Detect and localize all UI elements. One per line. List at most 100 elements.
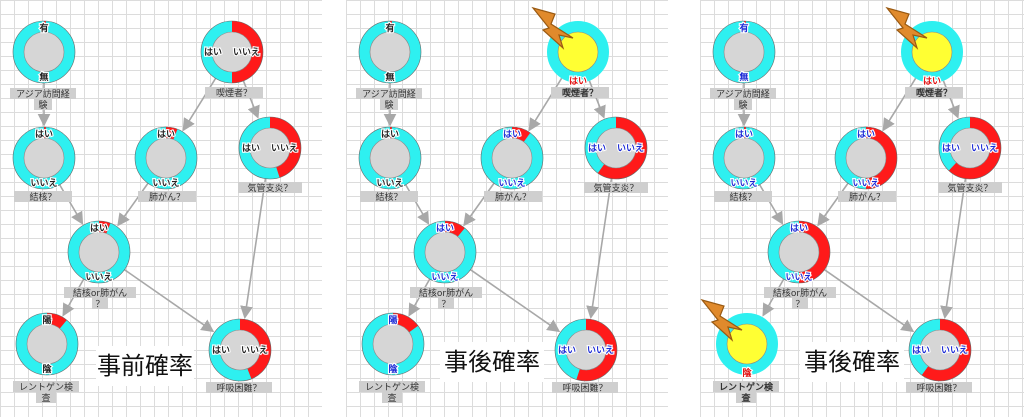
posterior-probability-panel-smoker-xray: 有無アジア訪問経験はい喫煙者？はいいいえ結核？はいいいえ肺がん？はいいいえ気管支… bbox=[700, 0, 1024, 417]
state-label-left: はい bbox=[558, 345, 576, 356]
node-bron[interactable]: はいいいえ気管支炎？ bbox=[938, 116, 1002, 194]
node-name: 結核？ bbox=[375, 191, 402, 203]
yes-probability-arc bbox=[444, 221, 465, 237]
state-label-bottom: 無 bbox=[39, 71, 48, 83]
lightning-bolt-icon bbox=[700, 298, 743, 342]
node-name: レントゲン検査 bbox=[365, 381, 419, 404]
state-label-bottom: いいえ bbox=[376, 178, 403, 189]
yes-probability-arc bbox=[576, 319, 617, 381]
prior-probability-panel: 有無アジア訪問経験はい いいえ喫煙者？ はいいいえ結核？ はいいいえ肺がん？ はいいいえ… bbox=[0, 0, 322, 417]
node-name: アジア訪問経験 bbox=[362, 88, 416, 111]
state-label-bottom: はい bbox=[569, 76, 587, 87]
node-name: 呼吸困難？ bbox=[562, 382, 607, 394]
node-name: 結核or肺がん？ bbox=[73, 287, 127, 310]
edge-lung-to-either bbox=[817, 182, 849, 227]
evidence-center bbox=[726, 323, 768, 365]
yes-probability-arc bbox=[269, 117, 301, 178]
state-label-bottom: いいえ bbox=[730, 178, 757, 189]
node-bron[interactable]: はいいいえ気管支炎？ bbox=[238, 116, 302, 194]
state-label-top: はい bbox=[857, 129, 875, 140]
edge-bron-to-dysp bbox=[586, 178, 613, 319]
yes-probability-arc bbox=[46, 313, 67, 329]
yes-probability-arc bbox=[921, 319, 971, 381]
state-label-top: 有 bbox=[385, 22, 394, 34]
evidence-center bbox=[557, 31, 599, 73]
edge-either-to-dysp bbox=[123, 269, 215, 333]
edge-tb-to-either bbox=[58, 184, 84, 225]
node-dysp[interactable]: はいいいえ呼吸困難？ bbox=[552, 318, 618, 394]
yes-probability-arc bbox=[239, 319, 271, 379]
edge-bron-to-dysp bbox=[240, 178, 267, 319]
node-center bbox=[919, 329, 961, 371]
node-name: アジア訪問経験 bbox=[716, 88, 770, 111]
node-name: 肺がん？ bbox=[849, 191, 885, 203]
node-name: 気管支炎？ bbox=[247, 182, 292, 194]
edge-tb-to-either bbox=[404, 184, 430, 225]
node-name: 肺がん？ bbox=[495, 191, 531, 203]
state-label-right: いいえ bbox=[233, 47, 260, 58]
node-name: レントゲン検査 bbox=[19, 381, 73, 404]
node-center bbox=[424, 231, 466, 273]
state-label-top: はい bbox=[90, 223, 108, 234]
panel-title: 事後確率 bbox=[804, 348, 900, 376]
state-label-top: はい bbox=[735, 129, 753, 140]
state-label-bottom: いいえ bbox=[785, 272, 812, 283]
node-dysp[interactable]: はいいいえ呼吸困難？ bbox=[206, 318, 272, 394]
state-label-left: はい bbox=[912, 345, 930, 356]
state-ring bbox=[716, 313, 778, 375]
edge-smoke-to-lung bbox=[528, 77, 563, 132]
yes-probability-arc bbox=[511, 127, 531, 143]
evidence-center bbox=[911, 31, 953, 73]
state-label-bottom: いいえ bbox=[498, 178, 525, 189]
edge-bron-to-dysp bbox=[940, 178, 967, 319]
node-center bbox=[723, 137, 765, 179]
network-graph: 有無アジア訪問経験はい いいえ喫煙者？ はいいいえ結核？ はいいいえ肺がん？ はいいいえ… bbox=[10, 20, 302, 404]
node-bron[interactable]: はいいいえ気管支炎？ bbox=[584, 116, 648, 194]
edge-either-to-dysp bbox=[823, 269, 915, 333]
node-center bbox=[78, 231, 120, 273]
state-label-top: 陽 bbox=[388, 315, 397, 326]
state-label-bottom: いいえ bbox=[852, 178, 879, 189]
edge-tb-to-either bbox=[758, 184, 784, 225]
node-center bbox=[249, 127, 291, 169]
state-label-top: はい bbox=[157, 129, 175, 140]
panel-title: 事後確率 bbox=[444, 348, 540, 376]
state-label-top: はい bbox=[381, 129, 399, 140]
yes-probability-arc bbox=[165, 127, 178, 140]
state-ring bbox=[901, 21, 963, 83]
yes-probability-arc bbox=[798, 221, 830, 283]
node-center bbox=[26, 323, 68, 365]
state-label-top: はい bbox=[790, 223, 808, 234]
node-center bbox=[723, 31, 765, 73]
state-label-bottom: いいえ bbox=[431, 272, 458, 283]
node-dysp[interactable]: はいいいえ呼吸困難？ bbox=[906, 318, 972, 394]
state-label-bottom: 無 bbox=[385, 71, 394, 83]
yes-probability-arc bbox=[597, 117, 647, 179]
node-smoke[interactable]: はいいいえ喫煙者？ bbox=[200, 20, 264, 99]
edge-lung-to-either bbox=[117, 182, 149, 227]
node-center bbox=[372, 323, 414, 365]
state-label-bottom: 陰 bbox=[742, 367, 752, 379]
state-label-bottom: 無 bbox=[739, 71, 748, 83]
edge-smoke-to-lung bbox=[182, 77, 217, 132]
node-name: 結核？ bbox=[29, 191, 56, 203]
node-name: 喫煙者？ bbox=[216, 87, 252, 99]
